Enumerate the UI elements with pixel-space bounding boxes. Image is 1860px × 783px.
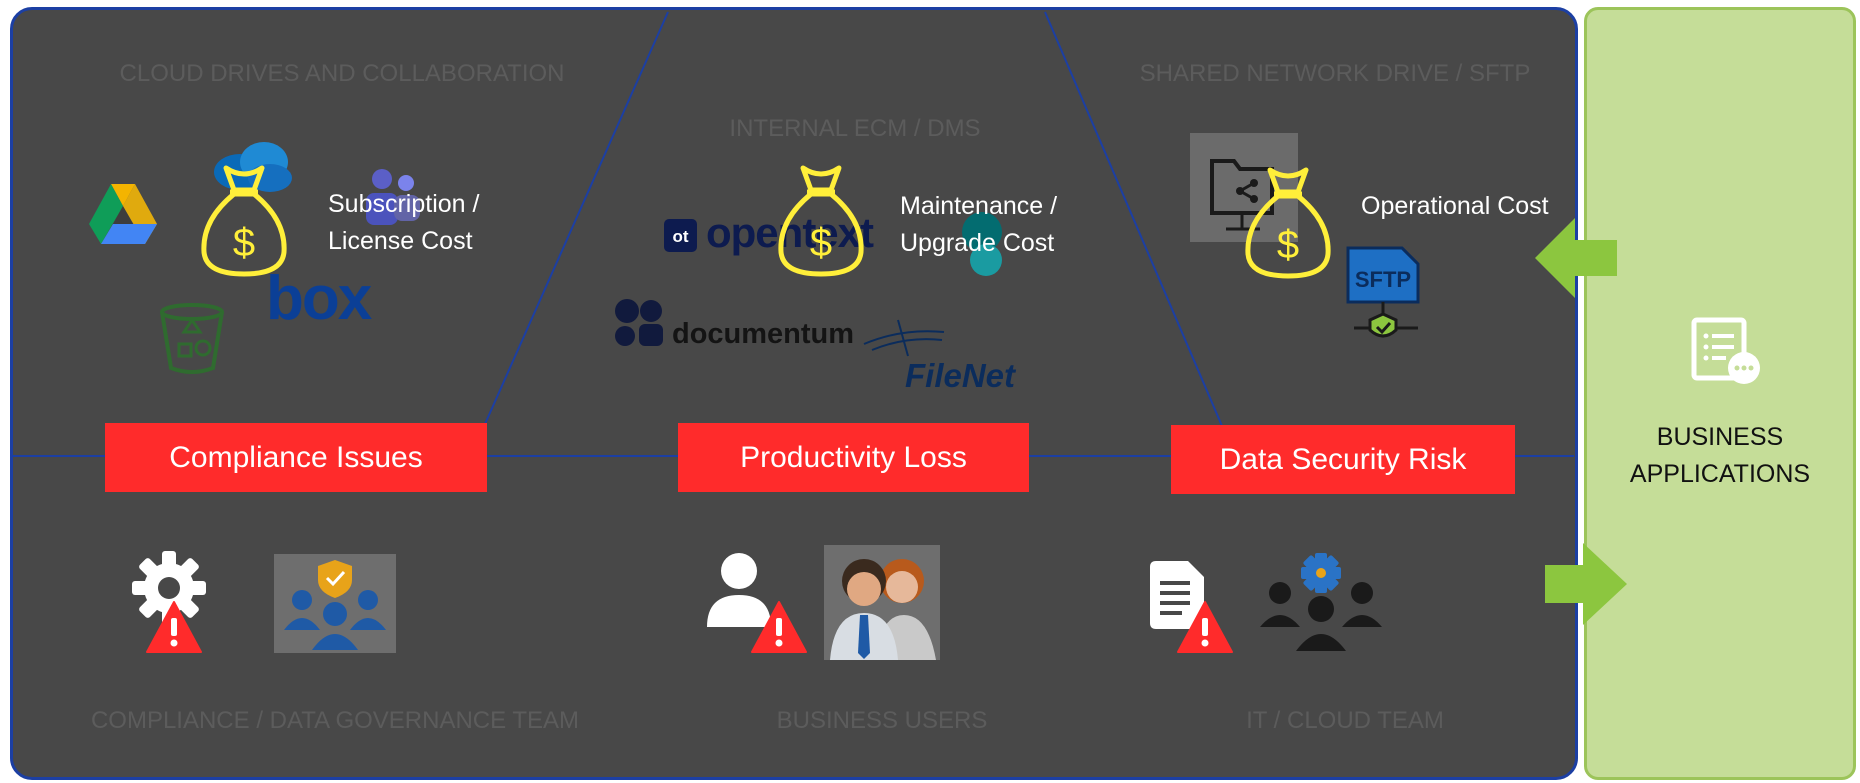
gear-icon	[132, 551, 206, 625]
cost-subscription-line-2: License Cost	[328, 227, 473, 255]
svg-text:$: $	[1277, 223, 1299, 267]
business-applications-line-2: APPLICATIONS	[1629, 460, 1811, 488]
business-users-photo-icon	[824, 545, 940, 660]
sftp-server-icon: SFTP	[1346, 246, 1420, 338]
cost-maintenance-line-2: Upgrade Cost	[900, 229, 1055, 257]
governance-team-icon	[274, 554, 396, 653]
section-title-cloud-drives: CLOUD DRIVES AND COLLABORATION	[119, 60, 565, 87]
application-form-icon	[1691, 317, 1760, 384]
money-bag-icon-subscription: $	[201, 165, 287, 277]
warning-icon-productivity	[751, 601, 807, 653]
money-bag-icon-maintenance: $	[778, 165, 864, 277]
shared-folder-icon	[1190, 133, 1298, 242]
bucket-storage-icon	[160, 303, 224, 374]
cost-operational-line-1: Operational Cost	[1361, 192, 1549, 220]
teams-icon	[366, 169, 420, 225]
cost-subscription-line-1: Subscription /	[328, 190, 480, 218]
svg-text:$: $	[810, 221, 832, 265]
business-applications-label: BUSINESS APPLICATIONS	[1584, 419, 1856, 493]
section-title-internal-ecm: INTERNAL ECM / DMS	[729, 115, 981, 142]
box-logo: box	[266, 264, 372, 333]
arrow-left-icon	[1535, 218, 1617, 298]
issue-productivity-label: Productivity Loss	[678, 423, 1029, 492]
documentum-icon	[615, 299, 663, 346]
section-title-it-cloud-team: IT / CLOUD TEAM	[1246, 707, 1444, 734]
google-drive-icon	[89, 184, 157, 244]
filenet-logo: FileNet	[905, 357, 1016, 394]
arrow-right-icon	[1545, 543, 1627, 625]
warning-icon-security	[1177, 601, 1233, 653]
user-icon	[707, 553, 771, 627]
document-icon	[1150, 561, 1204, 629]
filenet-swoosh-icon	[863, 319, 945, 357]
warning-icon-compliance	[146, 601, 202, 653]
section-title-business-users: BUSINESS USERS	[776, 707, 988, 734]
sftp-label: SFTP	[1355, 267, 1411, 292]
business-applications-line-1: BUSINESS	[1656, 423, 1784, 451]
business-applications-panel	[1584, 7, 1856, 780]
cost-maintenance-line-1: Maintenance /	[900, 192, 1058, 220]
money-bag-icon-operational: $	[1245, 167, 1331, 279]
it-team-icon	[1260, 553, 1382, 651]
cost-operational: Operational Cost	[1361, 188, 1549, 225]
issue-compliance-label: Compliance Issues	[105, 423, 487, 492]
section-title-compliance-team: COMPLIANCE / DATA GOVERNANCE TEAM	[90, 707, 580, 734]
svg-text:ot: ot	[672, 227, 688, 246]
documentum-logo: documentum	[672, 318, 855, 350]
cost-maintenance-upgrade: Maintenance / Upgrade Cost	[900, 188, 1057, 262]
sharepoint-icon	[962, 212, 1002, 276]
svg-text:$: $	[233, 221, 255, 265]
opentext-icon: ot	[664, 219, 697, 252]
section-title-shared-drive: SHARED NETWORK DRIVE / SFTP	[1139, 60, 1531, 87]
cost-subscription-license: Subscription / License Cost	[328, 186, 479, 260]
issue-security-label: Data Security Risk	[1171, 425, 1515, 494]
